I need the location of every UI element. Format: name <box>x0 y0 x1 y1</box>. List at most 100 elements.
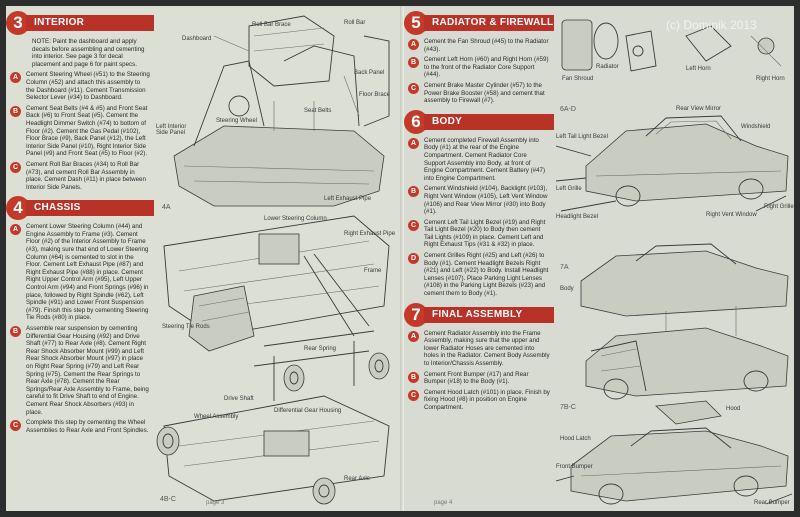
watermark-text: (c) Dominik 2013 <box>666 18 757 32</box>
section-title: RADIATOR & FIREWALL <box>424 15 554 31</box>
part-label-left-side-panel: Left Interior Side Panel <box>156 124 187 136</box>
step-text: Cement completed Firewall Assembly into … <box>424 136 546 182</box>
part-label-right-vent-window: Right Vent Window <box>706 212 757 218</box>
step-item: A Cement Radiator Assembly into the Fram… <box>408 330 550 368</box>
step-letter: C <box>408 389 419 401</box>
step-text: Cement Hood Latch (#101) in place. Finis… <box>424 388 550 411</box>
part-label-dashboard: Dashboard <box>182 36 212 42</box>
step-item: A Cement completed Firewall Assembly int… <box>408 137 550 183</box>
part-label-drive-shaft: Drive Shaft <box>224 396 254 402</box>
figure-ref-6ad: 6A-D <box>560 106 576 113</box>
step-text: Cement Radiator Assembly into the Frame … <box>424 329 550 367</box>
left-page: 3 INTERIOR NOTE: Paint the dashboard and… <box>6 6 404 511</box>
part-label-right-horn: Right Horn <box>756 76 785 82</box>
step-item: B Assemble rear suspension by cementing … <box>10 325 150 416</box>
car-body-drawing <box>556 19 793 505</box>
step-item: D Cement Grilles Right (#25) and Left (#… <box>408 252 550 298</box>
step-letter: B <box>10 326 21 337</box>
interior-chassis-diagram: Dashboard Roll Bar Brace Roll Bar Back P… <box>154 6 400 511</box>
step-letter: B <box>408 57 419 69</box>
step-text: Cement Windshield (#104), Backlight (#10… <box>424 185 548 216</box>
step-text: Cement Lower Steering Column (#44) and E… <box>26 223 149 322</box>
section-title: BODY <box>424 113 554 130</box>
part-label-floor-brace: Floor Brace <box>359 92 391 98</box>
section-radiator-firewall: 5 RADIATOR & FIREWALL A Cement the Fan S… <box>404 11 554 105</box>
exploded-view-drawing <box>156 15 390 505</box>
page-folio: page 4 <box>434 500 453 506</box>
step-letter: C <box>10 161 21 173</box>
figure-ref-4bc: 4B-C <box>160 496 176 503</box>
step-text: Cement Front Bumper (#17) and Rear Bumpe… <box>424 370 529 386</box>
step-item: B Cement Front Bumper (#17) and Rear Bum… <box>408 371 550 386</box>
step-letter: C <box>10 420 21 432</box>
part-label-roll-bar: Roll Bar <box>344 20 366 26</box>
step-item: C Complete this step by cementing the Wh… <box>10 419 150 434</box>
step-text: Cement Steering Wheel (#51) to the Steer… <box>26 71 150 102</box>
step-text: Cement Seat Belts (#4 & #5) and Front Se… <box>26 104 148 158</box>
step-item: C Cement Brake Master Cylinder (#57) to … <box>408 82 550 105</box>
figure-ref-4a: 4A <box>162 204 171 211</box>
step-item: C Cement Hood Latch (#101) in place. Fin… <box>408 389 550 412</box>
step-text: Cement the Fan Shroud (#45) to the Radia… <box>424 38 549 53</box>
part-label-windshield: Windshield <box>741 124 771 130</box>
section-header: 7 FINAL ASSEMBLY <box>404 302 554 327</box>
section-header: 3 INTERIOR <box>6 11 154 35</box>
section-title: FINAL ASSEMBLY <box>424 306 554 323</box>
step-letter: A <box>408 330 419 342</box>
part-label-radiator: Radiator <box>596 64 619 70</box>
part-label-left-exhaust-pipe: Left Exhaust Pipe <box>324 196 372 202</box>
part-label-differential: Differential Gear Housing <box>274 408 342 414</box>
part-label-steering-wheel: Steering Wheel <box>216 118 258 124</box>
step-item: C Cement Left Tail Light Bezel (#19) and… <box>408 219 550 249</box>
part-label-right-exhaust-pipe: Right Exhaust Pipe <box>344 231 396 237</box>
step-text: Cement Grilles Right (#25) and Left (#26… <box>424 252 549 298</box>
part-label-rear-axle: Rear Axle <box>344 476 371 482</box>
section-final-assembly: 7 FINAL ASSEMBLY A Cement Radiator Assem… <box>404 302 554 412</box>
section-header: 5 RADIATOR & FIREWALL <box>404 11 554 35</box>
figure-ref-7bc: 7B-C <box>560 404 576 411</box>
body-assembly-diagram: Fan Shroud Radiator Left Horn Right Horn… <box>556 6 794 511</box>
step-item: B Cement Left Horn (#60) and Right Horn … <box>408 56 550 79</box>
step-letter: B <box>10 105 21 117</box>
part-label-back-panel: Back Panel <box>354 70 385 76</box>
part-label-left-horn: Left Horn <box>686 66 711 72</box>
part-label-fan-shroud: Fan Shroud <box>562 76 594 82</box>
part-label-frame: Frame <box>364 268 382 274</box>
figure-ref-7a: 7A <box>560 264 569 271</box>
part-label-left-grille: Left Grille <box>556 186 582 192</box>
step-letter: C <box>408 219 419 231</box>
step-item: B Cement Seat Belts (#4 & #5) and Front … <box>10 105 150 158</box>
part-label-front-bumper: Front Bumper <box>556 464 593 470</box>
step-letter: B <box>408 371 419 383</box>
step-letter: A <box>10 224 21 236</box>
part-label-headlight-bezel: Headlight Bezel <box>556 214 599 220</box>
step-letter: B <box>408 186 419 198</box>
page-folio: page 3 <box>206 500 225 506</box>
step-letter: A <box>10 72 21 84</box>
left-text-column: 3 INTERIOR NOTE: Paint the dashboard and… <box>6 6 154 511</box>
section-interior: 3 INTERIOR NOTE: Paint the dashboard and… <box>6 11 154 191</box>
part-label-wheel-assembly: Wheel Assembly <box>194 414 239 420</box>
section-header: 6 BODY <box>404 109 554 134</box>
right-text-column: 5 RADIATOR & FIREWALL A Cement the Fan S… <box>404 6 554 511</box>
step-letter: A <box>408 39 419 50</box>
part-label-rear-spring: Rear Spring <box>304 346 337 352</box>
section-header: 4 CHASSIS <box>6 196 154 221</box>
part-label-hood: Hood <box>726 406 741 412</box>
part-label-tail-light-bezel: Left Tail Light Bezel <box>556 134 608 140</box>
step-text: Cement Roll Bar Braces (#34) to Roll Bar… <box>26 160 146 191</box>
section-chassis: 4 CHASSIS A Cement Lower Steering Column… <box>6 196 154 434</box>
step-letter: D <box>408 253 419 265</box>
part-label-roll-bar-brace: Roll Bar Brace <box>252 22 291 28</box>
part-label-steering-tie-rods: Steering Tie Rods <box>162 324 210 330</box>
step-item: A Cement Steering Wheel (#51) to the Ste… <box>10 71 150 101</box>
part-label-rear-bumper: Rear Bumper <box>754 500 790 506</box>
part-label-lower-steering-column: Lower Steering Column <box>264 216 327 222</box>
step-letter: C <box>408 82 419 94</box>
step-text: Complete this step by cementing the Whee… <box>26 419 149 434</box>
step-text: Cement Left Tail Light Bezel (#19) and R… <box>424 218 546 249</box>
step-text: Cement Brake Master Cylinder (#57) to th… <box>424 81 545 105</box>
part-label-seat-belts: Seat Belts <box>304 108 332 114</box>
step-text: Cement Left Horn (#60) and Right Horn (#… <box>424 56 549 79</box>
section-body: 6 BODY A Cement completed Firewall Assem… <box>404 109 554 298</box>
